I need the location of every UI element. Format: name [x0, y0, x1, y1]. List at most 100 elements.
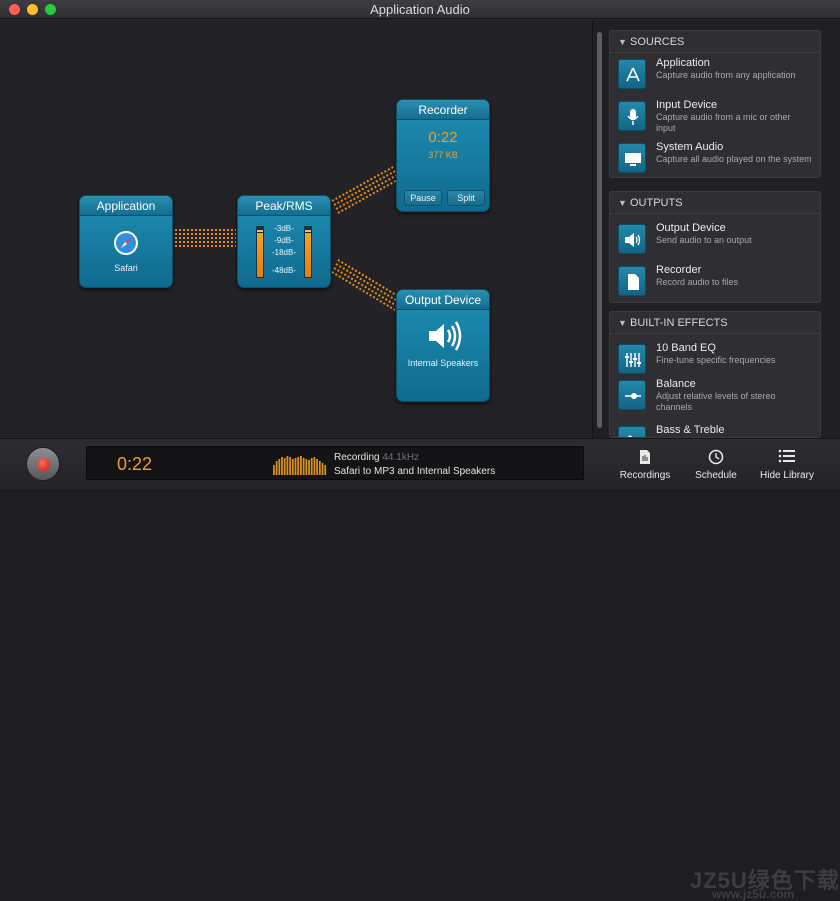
close-window-button[interactable] [9, 4, 20, 15]
app-store-icon [618, 59, 646, 89]
output-device-node[interactable]: Output Device Internal Speakers [396, 289, 490, 402]
peak-rms-node[interactable]: Peak/RMS -3dB- -9dB- -18dB- -48dB- [237, 195, 331, 288]
schedule-button[interactable]: Schedule [690, 447, 742, 485]
left-level-meter [256, 226, 264, 278]
level-bar [297, 457, 300, 475]
library-item-10-band-eq[interactable]: 10 Band EQ Fine-tune specific frequencie… [618, 342, 814, 380]
level-bar [324, 465, 327, 475]
watermark-url: www.jz5u.com [712, 887, 795, 901]
item-title: Balance [656, 378, 696, 390]
bottom-toolbar: 0:22 Recording 44.1kHz Safari to MP3 and… [0, 438, 840, 901]
pipeline-canvas[interactable]: Application Safari Peak/RMS -3dB- -9dB- … [0, 20, 592, 438]
record-dot-icon [37, 458, 50, 471]
connection-wires [175, 165, 402, 311]
built-in-effects-section: ▼BUILT-IN EFFECTS 10 Band EQ Fine-tune s… [609, 311, 821, 438]
wire-app-to-peak [175, 229, 236, 247]
item-description: Adjust relative levels of stereo channel… [656, 391, 776, 412]
minimize-window-button[interactable] [27, 4, 38, 15]
level-bar [275, 461, 278, 475]
clock-icon [708, 449, 724, 465]
level-bar [291, 459, 294, 475]
outputs-header-label: OUTPUTS [630, 197, 683, 209]
library-item-system-audio[interactable]: System Audio Capture all audio played on… [618, 141, 814, 177]
level-bar [302, 458, 305, 475]
library-item-recorder[interactable]: Recorder Record audio to files [618, 264, 814, 302]
level-bar [316, 459, 318, 475]
item-title: System Audio [656, 141, 724, 153]
eq-sliders-icon [618, 344, 646, 374]
library-item-balance[interactable]: Balance Adjust relative levels of stereo… [618, 378, 814, 416]
level-bar [305, 459, 308, 475]
record-button[interactable] [26, 447, 60, 481]
level-bar [283, 458, 286, 475]
chevron-down-icon: ▼ [618, 37, 627, 47]
title-bar: Application Audio [0, 0, 840, 19]
recordings-button[interactable]: Recordings [615, 447, 675, 485]
application-node-title: Application [80, 196, 172, 216]
level-bar [308, 460, 310, 475]
library-item-output-device[interactable]: Output Device Send audio to an output [618, 222, 814, 260]
level-bar [300, 456, 302, 475]
schedule-label: Schedule [695, 470, 737, 481]
bass-treble-icon [618, 426, 646, 437]
zoom-window-button[interactable] [45, 4, 56, 15]
application-node-source: Safari [114, 263, 138, 273]
chevron-down-icon: ▼ [618, 198, 627, 208]
balance-icon [618, 380, 646, 410]
item-description: Capture audio from any application [656, 70, 796, 80]
item-description: Send audio to an output [656, 235, 752, 245]
library-item-bass-treble[interactable]: Bass & Treble [618, 424, 814, 437]
level-bar [289, 457, 291, 475]
db-label: -3dB- [274, 224, 294, 233]
db-label: -48dB- [271, 266, 296, 275]
level-bar [281, 457, 283, 475]
level-bar [286, 456, 289, 475]
sources-section: ▼SOURCES Application Capture audio from … [609, 30, 821, 178]
level-bars-icon [273, 456, 327, 475]
item-description: Fine-tune specific frequencies [656, 355, 776, 365]
document-icon [618, 266, 646, 296]
elapsed-time: 0:22 [117, 454, 153, 474]
library-panel: ▼SOURCES Application Capture audio from … [592, 20, 840, 438]
output-device-node-title: Output Device [397, 290, 489, 310]
recording-description: Safari to MP3 and Internal Speakers [334, 466, 496, 477]
item-description: Capture all audio played on the system [656, 154, 812, 164]
wire-peak-to-recorder [331, 165, 402, 214]
level-bar [318, 461, 321, 475]
speaker-icon [429, 321, 462, 351]
monitor-icon [618, 143, 646, 173]
right-level-meter [304, 226, 312, 278]
item-title: Application [656, 57, 710, 69]
effects-header-label: BUILT-IN EFFECTS [630, 317, 728, 329]
item-title: 10 Band EQ [656, 342, 716, 354]
db-label: -9dB- [274, 236, 294, 245]
list-icon [778, 449, 795, 463]
level-bar [294, 458, 297, 475]
wire-peak-to-output [331, 259, 402, 311]
effects-header[interactable]: ▼BUILT-IN EFFECTS [610, 312, 820, 334]
level-bar [278, 459, 281, 475]
application-node[interactable]: Application Safari [79, 195, 173, 288]
speaker-icon [618, 224, 646, 254]
outputs-header[interactable]: ▼OUTPUTS [610, 192, 820, 214]
library-scrollbar[interactable] [597, 32, 602, 428]
status-label: Recording [334, 452, 380, 463]
library-item-input-device[interactable]: Input Device Capture audio from a mic or… [618, 99, 814, 137]
output-device-name: Internal Speakers [407, 358, 479, 368]
recorder-node[interactable]: Recorder 0:22 377 KB Pause Split [396, 99, 490, 212]
db-label: -18dB- [271, 248, 296, 257]
sources-header[interactable]: ▼SOURCES [610, 31, 820, 53]
split-button[interactable]: Split [447, 190, 485, 206]
recordings-label: Recordings [619, 470, 671, 481]
level-bar [313, 457, 316, 475]
recording-status: Recording 44.1kHz [334, 452, 419, 463]
sources-header-label: SOURCES [630, 36, 685, 48]
pause-button[interactable]: Pause [404, 190, 442, 206]
hide-library-label: Hide Library [760, 470, 814, 481]
item-title: Input Device [656, 99, 718, 111]
safari-compass-icon [114, 231, 138, 255]
library-item-application[interactable]: Application Capture audio from any appli… [618, 57, 814, 95]
item-title: Bass & Treble [656, 424, 725, 436]
hide-library-button[interactable]: Hide Library [752, 447, 822, 485]
recorder-elapsed-time: 0:22 [428, 129, 458, 146]
